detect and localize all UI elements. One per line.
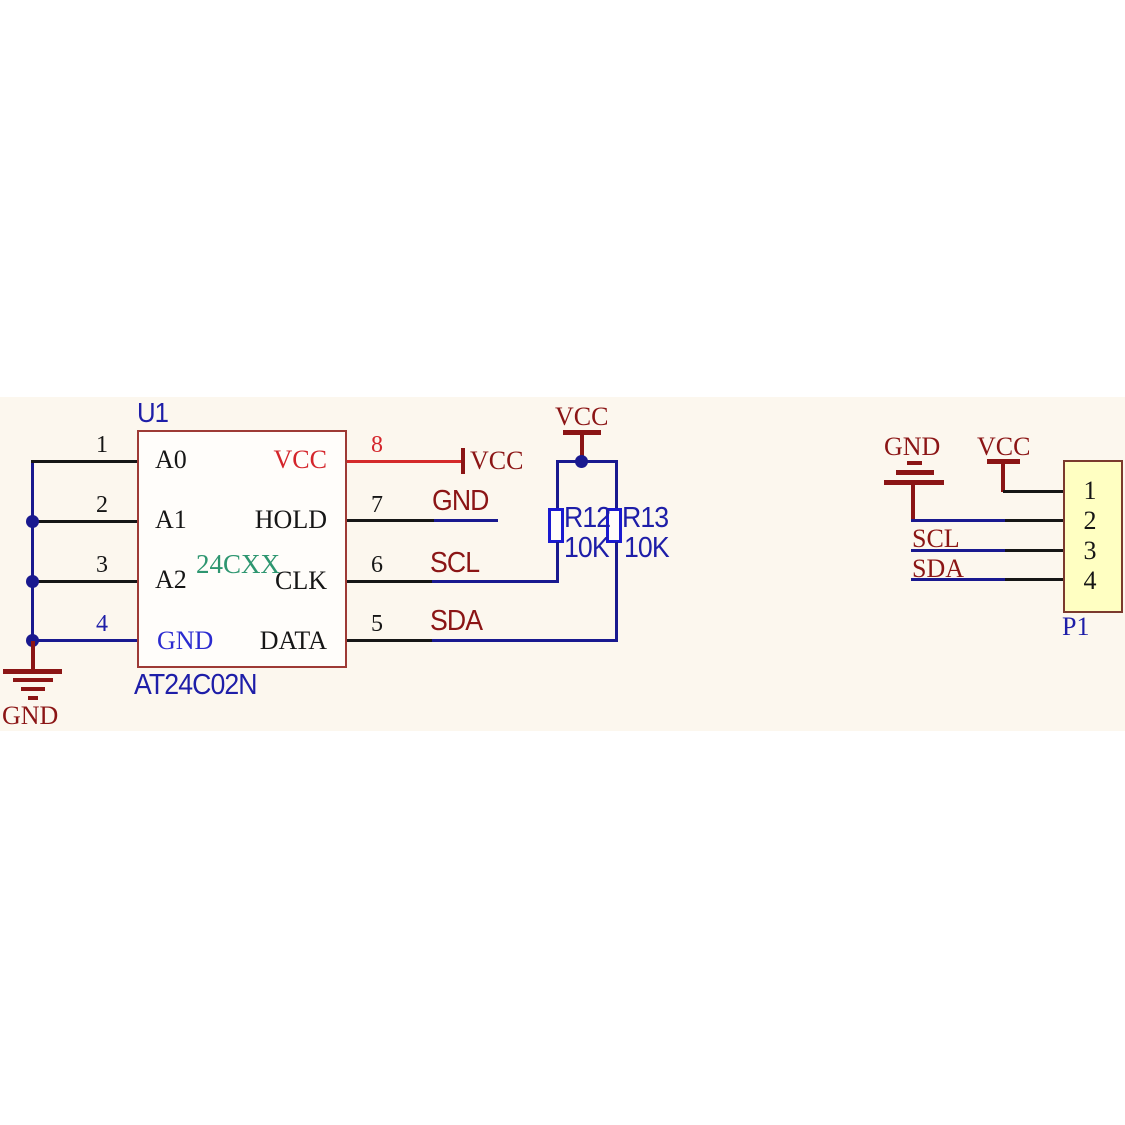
- wire-p1-pin1: [1003, 490, 1065, 493]
- vcc-power-bar-icon: [563, 430, 601, 435]
- gnd-earth-icon: [28, 696, 38, 700]
- gnd-earth-icon: [907, 461, 922, 465]
- wire-pin7: [347, 519, 434, 522]
- p1-pin-number-3: 3: [1083, 536, 1097, 565]
- u1-pin-name-a0: A0: [155, 445, 187, 474]
- wire-sda: [432, 639, 618, 642]
- wire-pin7-blue: [434, 519, 498, 522]
- p1-pin-number-1: 1: [1083, 476, 1097, 505]
- vcc-net-label: VCC: [555, 402, 609, 431]
- u1-pin-number-3: 3: [96, 552, 108, 578]
- u1-pin-number-6: 6: [371, 552, 383, 578]
- r13-refdes: R13: [622, 502, 669, 534]
- gnd-net-label: GND: [2, 701, 59, 730]
- u1-pin-name-vcc: VCC: [273, 445, 327, 474]
- gnd-earth-icon: [3, 669, 62, 674]
- u1-pin-name-hold: HOLD: [254, 505, 327, 534]
- wire-r13-top: [615, 460, 618, 508]
- wire-pin1: [31, 460, 137, 463]
- u1-pin-name-gnd: GND: [157, 626, 214, 655]
- wire-pin6: [347, 580, 432, 583]
- u1-pin-number-1: 1: [96, 432, 108, 458]
- wire-scl: [432, 580, 559, 583]
- sda-net-label: SDA: [912, 554, 965, 583]
- wire-r13-bottom: [615, 542, 618, 642]
- r12-resistor-body: [548, 508, 564, 543]
- u1-chip-body: [137, 430, 347, 668]
- gnd-stem: [31, 641, 35, 671]
- u1-pin-name-clk: CLK: [275, 566, 327, 595]
- wire-pin3: [31, 580, 137, 583]
- u1-pin-number-2: 2: [96, 492, 108, 518]
- u1-pin-name-a1: A1: [155, 505, 187, 534]
- wire-p1-pin4: [1005, 578, 1065, 581]
- wire-p1-pin2-blue: [911, 519, 1005, 522]
- junction-dot-icon: [575, 455, 588, 468]
- u1-core-label: 24CXX: [196, 549, 281, 579]
- wire-pin4: [31, 639, 137, 642]
- gnd-net-label: GND: [432, 485, 489, 517]
- scl-net-label: SCL: [430, 547, 480, 579]
- wire-pin5: [347, 639, 432, 642]
- wire-r12-top: [556, 460, 559, 508]
- gnd-earth-icon: [21, 687, 45, 691]
- u1-pin-number-8: 8: [371, 432, 383, 458]
- gnd-stem: [911, 484, 915, 522]
- wire-p1-pin4-blue: [911, 578, 1005, 581]
- vcc-stem: [1001, 461, 1005, 492]
- p1-pin-number-2: 2: [1083, 506, 1097, 535]
- junction-dot-icon: [26, 575, 39, 588]
- vcc-power-bar-icon: [461, 448, 465, 474]
- wire-left-bus: [31, 460, 34, 642]
- u1-refdes: U1: [137, 397, 169, 428]
- u1-part-number: AT24C02N: [134, 669, 258, 701]
- vcc-stem: [580, 434, 584, 462]
- junction-dot-icon: [26, 634, 39, 647]
- gnd-earth-icon: [896, 470, 934, 475]
- gnd-net-label: GND: [884, 432, 941, 461]
- p1-connector-body: [1063, 460, 1123, 613]
- scl-net-label: SCL: [912, 524, 960, 553]
- wire-p1-pin3: [1005, 549, 1065, 552]
- wire-pin2: [31, 520, 137, 523]
- gnd-earth-icon: [884, 480, 944, 485]
- r12-value: 10K: [564, 532, 610, 564]
- r13-value: 10K: [624, 532, 670, 564]
- u1-pin-number-4: 4: [96, 611, 108, 637]
- r12-refdes: R12: [564, 502, 611, 534]
- wire-pin8-vcc: [347, 460, 461, 463]
- u1-pin-number-5: 5: [371, 611, 383, 637]
- vcc-net-label: VCC: [470, 446, 524, 475]
- wire-r12-bottom: [556, 542, 559, 583]
- p1-refdes: P1: [1062, 612, 1090, 641]
- gnd-earth-icon: [13, 678, 53, 682]
- sda-net-label: SDA: [430, 605, 483, 637]
- vcc-net-label: VCC: [977, 432, 1031, 461]
- junction-dot-icon: [26, 515, 39, 528]
- u1-pin-number-7: 7: [371, 492, 383, 518]
- p1-pin-number-4: 4: [1083, 566, 1097, 595]
- wire-p1-pin2: [1005, 519, 1065, 522]
- u1-pin-name-a2: A2: [155, 565, 187, 594]
- r13-resistor-body: [606, 508, 622, 543]
- u1-pin-name-data: DATA: [259, 626, 327, 655]
- wire-p1-pin3-blue: [911, 549, 1005, 552]
